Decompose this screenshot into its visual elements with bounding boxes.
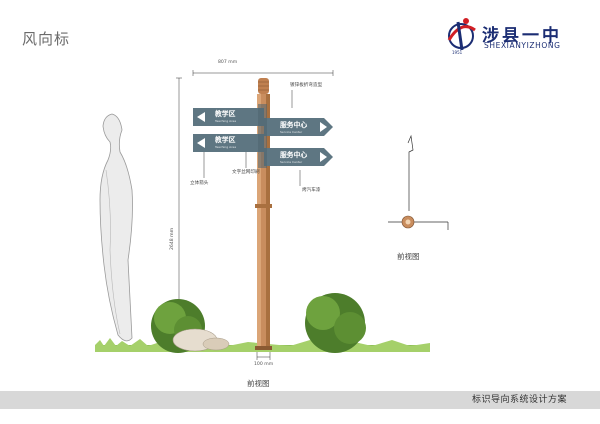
sign-upper-right <box>264 118 333 136</box>
height-dimension: 2648 mm <box>170 227 175 250</box>
sign-lower-right-text: 服务中心 <box>280 151 308 159</box>
front-view-caption: 前视图 <box>247 379 270 388</box>
logo-name-cn: 涉县一中 <box>482 26 562 46</box>
sign-upper-right-en: Service Center <box>280 130 303 134</box>
sign-upper-left <box>193 108 264 126</box>
footer-band <box>0 391 600 409</box>
footer-title: 标识导向系统设计方案 <box>472 395 568 405</box>
sign-lower-left-text: 教学区 <box>215 136 236 144</box>
top-view-caption: 前视图 <box>397 252 420 261</box>
sign-lower-left-en: Teaching Area <box>215 145 237 149</box>
sign-upper-left-text: 教学区 <box>215 110 236 118</box>
top-view-diagram <box>388 134 449 230</box>
sign-upper-left-en: Teaching Area <box>215 119 237 123</box>
sign-lower-right-en: Service Center <box>280 160 303 164</box>
base-dimension: 100 mm <box>254 362 274 367</box>
annotation-top: 镀锌板折弯造型 <box>290 83 323 88</box>
page-title: 风向标 <box>22 30 71 48</box>
sign-lower-left <box>193 134 264 152</box>
annotation-paint: 烤汽车漆 <box>302 188 321 193</box>
human-figure-icon <box>99 113 133 342</box>
sign-upper-right-text: 服务中心 <box>280 121 308 129</box>
logo-name-en: SHEXIANYIZHONG <box>484 41 561 50</box>
logo-year: 1951 <box>452 50 463 55</box>
sign-lower-right <box>264 148 333 166</box>
annotation-arrow: 立体箭头 <box>190 181 209 186</box>
width-dimension: 807 mm <box>218 60 238 65</box>
annotation-print: 文字丝网印刷 <box>232 170 260 175</box>
